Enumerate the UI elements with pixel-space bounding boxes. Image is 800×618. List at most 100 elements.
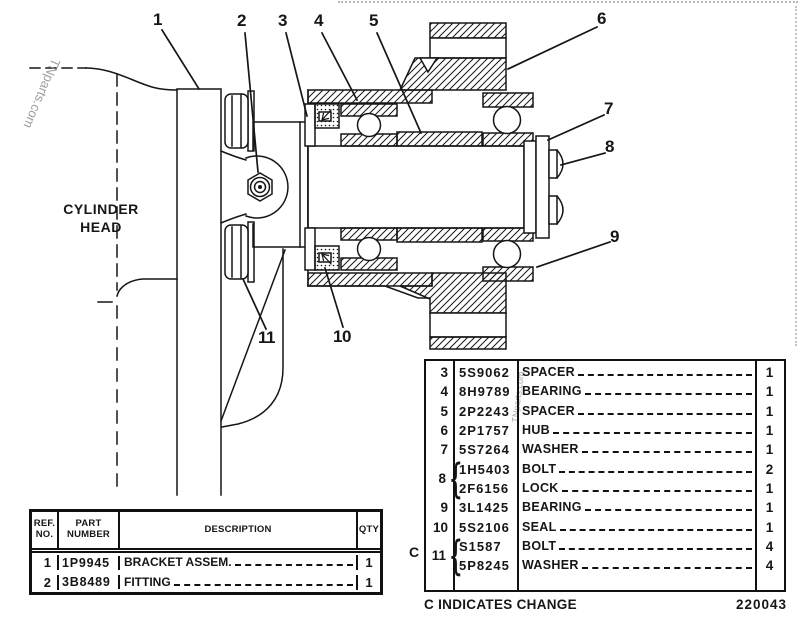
- spacer-3-bottom: [304, 227, 316, 271]
- description-cell: BOLT: [517, 462, 755, 477]
- shaft-end: [523, 140, 537, 234]
- dash-leader: [584, 509, 752, 512]
- column-divider: [517, 361, 519, 590]
- description-text: SPACER: [522, 365, 575, 380]
- qty-cell: 1: [765, 442, 774, 458]
- ref-cell: 5: [440, 403, 448, 419]
- group-brace-8: {: [448, 453, 464, 503]
- description-cell: SPACER: [517, 404, 755, 419]
- part-number-cell: 2P2243: [459, 403, 510, 419]
- ref-cell: 4: [440, 384, 448, 400]
- ref-cell: 7: [440, 442, 448, 458]
- description-cell: BRACKET ASSEM.: [120, 555, 358, 571]
- description-cell: WASHER: [517, 442, 755, 457]
- dash-leader: [581, 567, 752, 570]
- qty-cell: 4: [765, 558, 774, 574]
- dash-leader: [559, 547, 752, 550]
- description-cell: HUB: [517, 423, 755, 438]
- header-part-line1: PART: [75, 518, 102, 530]
- part-number-cell: 8H9789: [459, 384, 511, 400]
- description-text: BRACKET ASSEM.: [124, 555, 232, 570]
- shaft: [307, 89, 525, 287]
- ref-cell: 2: [32, 574, 59, 590]
- ref-cell: 3: [440, 365, 448, 381]
- description-text: WASHER: [522, 558, 579, 573]
- bracket-rib: [220, 248, 286, 428]
- description-text: BEARING: [522, 384, 582, 399]
- grease-fitting: [247, 172, 273, 202]
- description-cell: BOLT: [517, 539, 755, 554]
- dash-leader: [559, 528, 752, 531]
- table-header-row: REF. NO. PART NUMBER DESCRIPTION QTY: [32, 512, 380, 554]
- dash-leader: [173, 583, 353, 586]
- qty-cell: 1: [765, 423, 774, 439]
- ref-cell: 10: [432, 519, 448, 535]
- qty-cell: 1: [765, 365, 774, 381]
- description-text: FITTING: [124, 574, 171, 589]
- part-number-cell: 2F6156: [459, 480, 510, 496]
- bearing-4: [340, 103, 398, 271]
- qty-cell: 2: [765, 461, 774, 477]
- header-qty-text: QTY: [358, 523, 380, 535]
- ref-cell: 9: [440, 500, 448, 516]
- callout-2: 2: [237, 11, 246, 30]
- callout-8: 8: [605, 137, 614, 156]
- description-text: SPACER: [522, 403, 575, 418]
- callout-5: 5: [369, 11, 378, 30]
- description-text: BOLT: [522, 538, 557, 553]
- spacer-3-top: [304, 103, 316, 147]
- table-row: 2 3B8489 FITTING 1: [32, 573, 380, 592]
- header-part: PART NUMBER: [59, 512, 120, 549]
- description-text: LOCK: [522, 480, 559, 495]
- part-number-cell: 5S2106: [459, 519, 510, 535]
- qty-cell: 4: [765, 538, 774, 554]
- spacer-5-bottom: [396, 227, 483, 243]
- bolt-8-bottom: [548, 195, 564, 225]
- hub: [307, 22, 507, 350]
- seal-bottom: [314, 245, 340, 271]
- description-cell: LOCK: [517, 481, 755, 496]
- column-divider: [755, 361, 757, 590]
- part-number-cell: 3B8489: [59, 575, 120, 590]
- header-part-line2: NUMBER: [67, 529, 110, 541]
- cylinder-head-label: CYLINDER HEAD: [55, 201, 147, 236]
- callout-11: 11: [258, 328, 275, 347]
- dash-leader: [561, 489, 752, 492]
- bracket-plate: [176, 88, 222, 496]
- callout-10: 10: [333, 327, 351, 346]
- dash-leader: [559, 470, 752, 473]
- washer-7: [535, 135, 550, 239]
- change-note: C INDICATES CHANGE: [424, 597, 577, 612]
- part-number-cell: 5S7264: [459, 442, 510, 458]
- description-cell: SEAL: [517, 520, 755, 535]
- spacer-5-top: [396, 131, 483, 147]
- qty-cell: 1: [765, 480, 774, 496]
- qty-cell: 1: [365, 574, 373, 590]
- qty-cell: 1: [765, 519, 774, 535]
- qty-cell: 1: [765, 384, 774, 400]
- cylinder-head-label-line1: CYLINDER: [63, 201, 139, 217]
- header-desc-text: DESCRIPTION: [204, 523, 272, 535]
- callout-7: 7: [604, 99, 613, 118]
- callout-3: 3: [278, 11, 287, 30]
- header-desc: DESCRIPTION: [120, 512, 358, 549]
- mounting-bolt-bottom: [224, 221, 255, 283]
- table-row: 10 5S2106 SEAL 1: [426, 517, 784, 536]
- description-text: BOLT: [522, 461, 557, 476]
- part-number-cell: 3L1425: [459, 500, 510, 516]
- housing-strip-top: [307, 89, 433, 104]
- group-brace-11: {: [448, 530, 464, 580]
- dash-leader: [577, 374, 752, 377]
- dash-leader: [577, 412, 752, 415]
- bracket-arm: [220, 121, 309, 248]
- table-row: 2F6156 LOCK 1: [426, 479, 784, 498]
- scan-noise-right: [795, 6, 797, 346]
